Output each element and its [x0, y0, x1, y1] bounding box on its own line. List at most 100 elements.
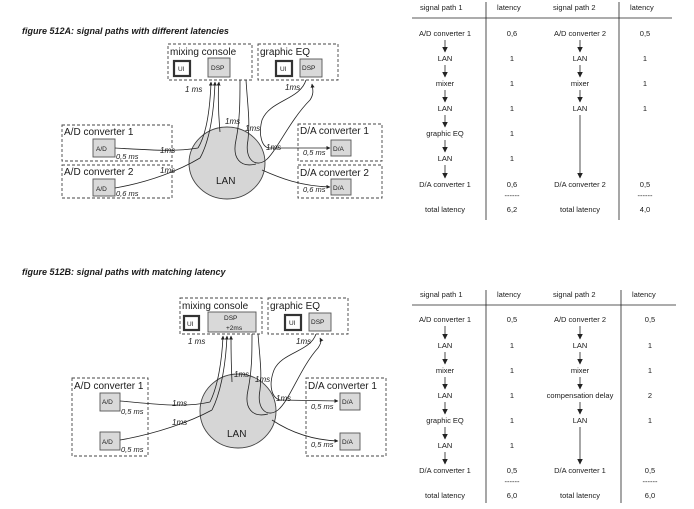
wire [271, 419, 339, 443]
da-converter-2-group: D/A converter 2 D/A 0,6 ms [297, 164, 383, 199]
da-label: D/A [333, 146, 345, 153]
table-cell-stage: LAN [573, 416, 588, 425]
table-cell-latency: 0,5 [645, 315, 655, 324]
graphic-eq-frame [257, 43, 339, 81]
dsp-label: DSP [211, 65, 224, 72]
latency-label: 1ms [245, 124, 260, 133]
ad-converter-1-label: A/D converter 1 [64, 127, 134, 138]
wire [260, 79, 331, 150]
figure-512b: figure 512B: signal paths with matching … [22, 267, 387, 457]
table-sum-rule: ------ [505, 191, 520, 200]
table-cell-latency: 2 [648, 391, 652, 400]
da-converter-1-frame [297, 123, 383, 162]
latency-label: 1ms [225, 117, 240, 126]
table-sum-rule: ------ [643, 477, 658, 486]
table-cell-stage: mixer [571, 366, 590, 375]
table-cell-stage: D/A converter 1 [554, 466, 606, 475]
graphic-eq-frame [267, 297, 349, 335]
dsp-delay-label: +2ms [226, 325, 243, 332]
table-cell-latency: 1 [648, 341, 652, 350]
latency-label: 1ms [172, 399, 187, 408]
dsp-label: DSP [311, 319, 324, 326]
table-cell-latency: 1 [510, 79, 514, 88]
signal-wires [119, 333, 339, 443]
da-converter-1-group: D/A converter 1 D/A 0,5 ms [297, 123, 383, 162]
da-label: D/A [333, 185, 345, 192]
table-header-path1: signal path 1 [420, 3, 463, 12]
mixing-console-frame [167, 43, 253, 81]
ad-converter-1-group: A/D converter 1 A/D 0,5 ms [61, 124, 173, 162]
mixing-console-frame [179, 297, 263, 335]
latency-label: 1ms [285, 83, 300, 92]
lan-cloud [188, 126, 266, 200]
da-converter-1-label: D/A converter 1 [300, 126, 369, 137]
wire [261, 169, 331, 189]
dsp-block [308, 312, 332, 332]
wire [270, 333, 339, 403]
table-cell-latency: 1 [510, 441, 514, 450]
latency-label: 1 ms [188, 337, 205, 346]
table-header-latency: latency [630, 3, 654, 12]
latency-label: 0,5 ms [311, 402, 334, 411]
wire [257, 333, 324, 414]
table-total-label: total latency [560, 205, 600, 214]
latency-label: 1ms [234, 370, 249, 379]
ad-converter-1-group: A/D converter 1 A/D 0,5 ms A/D 0,5 ms [71, 377, 149, 457]
latency-label: 0,5 ms [311, 440, 334, 449]
ad-converter-1-frame [61, 124, 173, 162]
table-cell-latency: 1 [510, 129, 514, 138]
latency-label: 1ms [160, 166, 175, 175]
wire [211, 335, 229, 411]
table-cell-stage: LAN [438, 154, 453, 163]
mixing-console-label: mixing console [182, 301, 249, 312]
table-cell-latency: 1 [648, 366, 652, 375]
table-cell-latency: 1 [648, 416, 652, 425]
latency-label: 1 ms [185, 85, 202, 94]
table-cell-stage: LAN [573, 54, 588, 63]
table-cell-stage: mixer [571, 79, 590, 88]
mixing-console-group: mixing console UI DSP [167, 43, 253, 81]
da-block [339, 392, 361, 411]
table-cell-stage: graphic EQ [426, 416, 464, 425]
table-cell-stage: LAN [438, 391, 453, 400]
latency-label: 1ms [160, 146, 175, 155]
ad-label: A/D [96, 146, 107, 153]
ad-label: A/D [96, 186, 107, 193]
table-cell-stage: LAN [573, 341, 588, 350]
table-cell-latency: 1 [510, 104, 514, 113]
table-total-label: total latency [425, 491, 465, 500]
da-block [330, 139, 352, 157]
wire [246, 333, 269, 416]
dsp-block [207, 57, 231, 78]
table-header-path2: signal path 2 [553, 290, 596, 299]
graphic-eq-group: graphic EQ UI DSP [257, 43, 339, 81]
table-cell-stage: A/D converter 1 [419, 29, 471, 38]
table-cell-latency: 1 [643, 104, 647, 113]
table-cell-latency: 1 [510, 54, 514, 63]
ui-block [172, 59, 192, 78]
table-cell-latency: 0,5 [507, 466, 517, 475]
ad-converter-1-label: A/D converter 1 [74, 381, 144, 392]
table-cell-stage: mixer [436, 79, 455, 88]
table-cell-latency: 1 [643, 79, 647, 88]
table-cell-stage: graphic EQ [426, 129, 464, 138]
latency-label: 0,5 ms [121, 407, 144, 416]
table-cell-latency: 0,5 [640, 180, 650, 189]
ui-label: UI [280, 66, 287, 73]
wire [229, 335, 234, 383]
graphic-eq-label: graphic EQ [270, 301, 320, 312]
table-cell-latency: 1 [510, 366, 514, 375]
signal-wires [114, 79, 331, 189]
table-header-latency: latency [497, 3, 521, 12]
ad-block [99, 431, 121, 451]
da-block [339, 432, 361, 451]
ad-label: A/D [102, 399, 113, 406]
table-cell-stage: A/D converter 2 [554, 29, 606, 38]
table-total-value: 6,0 [645, 491, 655, 500]
ad-converter-2-label: A/D converter 2 [64, 167, 134, 178]
ui-label: UI [178, 66, 185, 73]
table-cell-stage: D/A converter 1 [419, 466, 471, 475]
table-cell-latency: 1 [510, 154, 514, 163]
